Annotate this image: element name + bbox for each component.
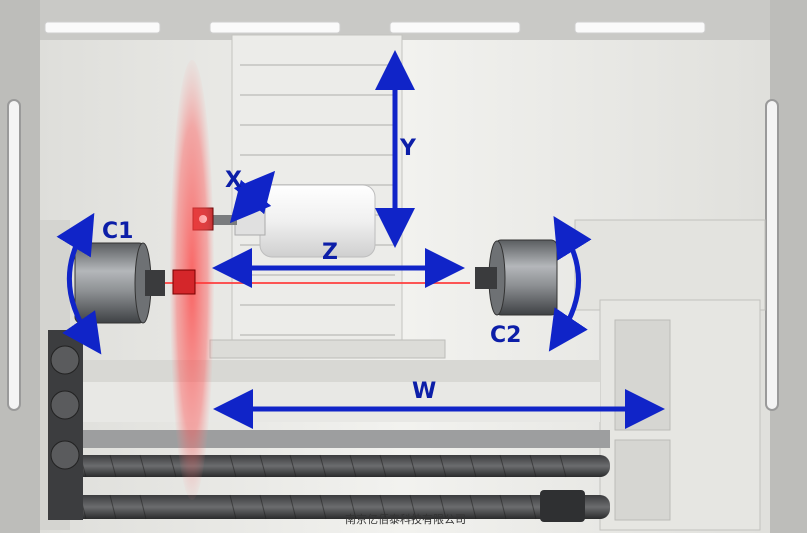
y-axis-label: Y: [399, 136, 417, 161]
machine-bed: [40, 360, 610, 448]
c1-axis-label: C1: [102, 219, 133, 244]
x-axis-label: X: [225, 168, 242, 193]
c2-axis-label: C2: [490, 323, 521, 348]
z-axis-label: Z: [322, 240, 338, 265]
watermark-text: 南京亿佰泰科技有限公司: [345, 512, 466, 526]
tailstock-housing: [575, 220, 765, 530]
w-axis-label: W: [412, 379, 436, 404]
